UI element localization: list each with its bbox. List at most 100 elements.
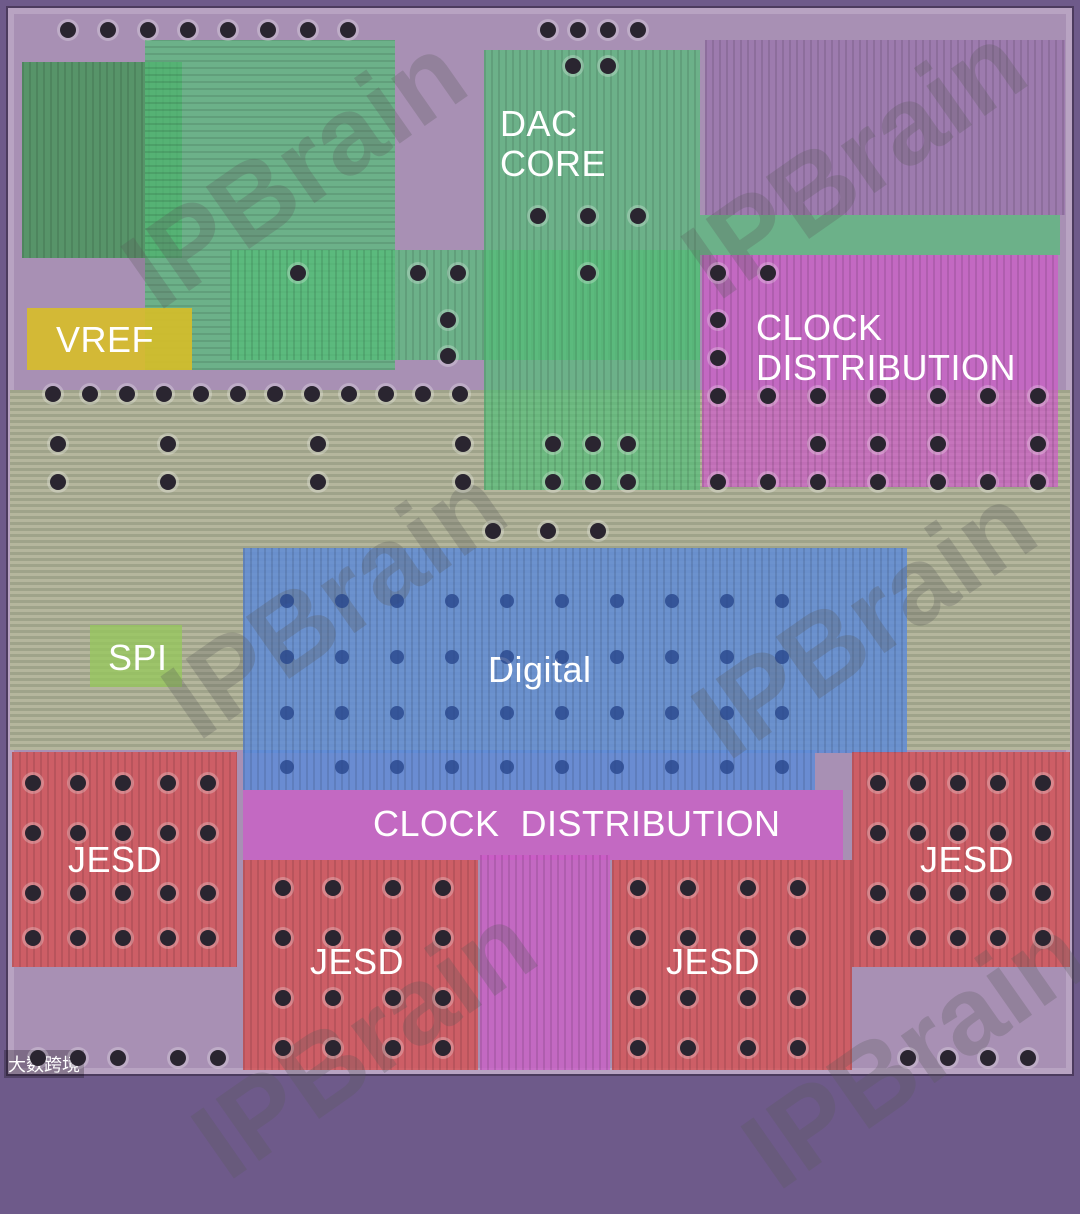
bond-pad: [455, 474, 471, 490]
bond-pad: [870, 930, 886, 946]
via-dot: [665, 706, 679, 720]
label-jesd-left: JESD: [68, 839, 163, 880]
bond-pad: [410, 265, 426, 281]
via-dot: [775, 760, 789, 774]
bond-pad: [435, 880, 451, 896]
via-dot: [390, 594, 404, 608]
label-jesd-bottom-right: JESD: [666, 941, 761, 982]
via-dot: [775, 650, 789, 664]
via-dot: [665, 760, 679, 774]
clock-distribution-bottom-spine: [480, 855, 610, 1070]
via-dot: [335, 594, 349, 608]
bond-pad: [680, 930, 696, 946]
bond-pad: [870, 436, 886, 452]
bond-pad: [740, 1040, 756, 1056]
bond-pad: [440, 348, 456, 364]
bond-pad: [630, 880, 646, 896]
via-dot: [500, 650, 514, 664]
bond-pad: [325, 880, 341, 896]
bond-pad: [60, 22, 76, 38]
via-dot: [445, 706, 459, 720]
bond-pad: [630, 208, 646, 224]
bond-pad: [790, 1040, 806, 1056]
via-dot: [775, 594, 789, 608]
bond-pad: [45, 386, 61, 402]
bond-pad: [930, 474, 946, 490]
via-dot: [665, 650, 679, 664]
bond-pad: [435, 930, 451, 946]
bond-pad: [1035, 885, 1051, 901]
bond-pad: [980, 1050, 996, 1066]
bond-pad: [870, 775, 886, 791]
via-dot: [610, 594, 624, 608]
bond-pad: [810, 436, 826, 452]
bond-pad: [25, 930, 41, 946]
bond-pad: [25, 885, 41, 901]
bond-pad: [1035, 930, 1051, 946]
bond-pad: [740, 880, 756, 896]
bond-pad: [450, 265, 466, 281]
bond-pad: [30, 1050, 46, 1066]
bond-pad: [325, 990, 341, 1006]
bond-pad: [115, 775, 131, 791]
via-dot: [720, 594, 734, 608]
bond-pad: [1035, 775, 1051, 791]
bond-pad: [620, 474, 636, 490]
bond-pad: [100, 22, 116, 38]
bond-pad: [304, 386, 320, 402]
bond-pad: [950, 930, 966, 946]
bond-pad: [300, 22, 316, 38]
label-jesd-right: JESD: [920, 839, 1015, 880]
digital-block: [243, 548, 907, 753]
bond-pad: [810, 474, 826, 490]
via-dot: [720, 760, 734, 774]
bond-pad: [385, 1040, 401, 1056]
bond-pad: [160, 885, 176, 901]
bond-pad: [870, 885, 886, 901]
bond-pad: [630, 990, 646, 1006]
bond-pad: [378, 386, 394, 402]
via-dot: [665, 594, 679, 608]
bond-pad: [210, 1050, 226, 1066]
via-dot: [500, 706, 514, 720]
bond-pad: [230, 386, 246, 402]
bond-pad: [630, 930, 646, 946]
bond-pad: [275, 880, 291, 896]
bond-pad: [435, 1040, 451, 1056]
label-jesd-bottom-left: JESD: [310, 941, 405, 982]
spi-block: [90, 625, 182, 687]
bond-pad: [950, 885, 966, 901]
bond-pad: [160, 825, 176, 841]
bond-pad: [200, 775, 216, 791]
bond-pad: [82, 386, 98, 402]
bond-pad: [180, 22, 196, 38]
bond-pad: [156, 386, 172, 402]
bond-pad: [275, 1040, 291, 1056]
bond-pad: [760, 474, 776, 490]
bond-pad: [630, 1040, 646, 1056]
bond-pad: [740, 990, 756, 1006]
bond-pad: [930, 388, 946, 404]
bond-pad: [900, 1050, 916, 1066]
bond-pad: [940, 1050, 956, 1066]
clock-distribution-bottom-block: [243, 790, 843, 860]
bond-pad: [710, 474, 726, 490]
via-dot: [390, 760, 404, 774]
bond-pad: [325, 1040, 341, 1056]
bond-pad: [680, 1040, 696, 1056]
bond-pad: [452, 386, 468, 402]
bond-pad: [990, 825, 1006, 841]
bond-pad: [50, 436, 66, 452]
bond-pad: [435, 990, 451, 1006]
bond-pad: [990, 775, 1006, 791]
bond-pad: [1035, 825, 1051, 841]
bond-pad: [1030, 388, 1046, 404]
bond-pad: [680, 990, 696, 1006]
bond-pad: [630, 22, 646, 38]
dac-core-right-strip: [700, 215, 1060, 255]
bond-pad: [585, 474, 601, 490]
bond-pad: [565, 58, 581, 74]
via-dot: [500, 594, 514, 608]
bond-pad: [160, 775, 176, 791]
bond-pad: [545, 436, 561, 452]
